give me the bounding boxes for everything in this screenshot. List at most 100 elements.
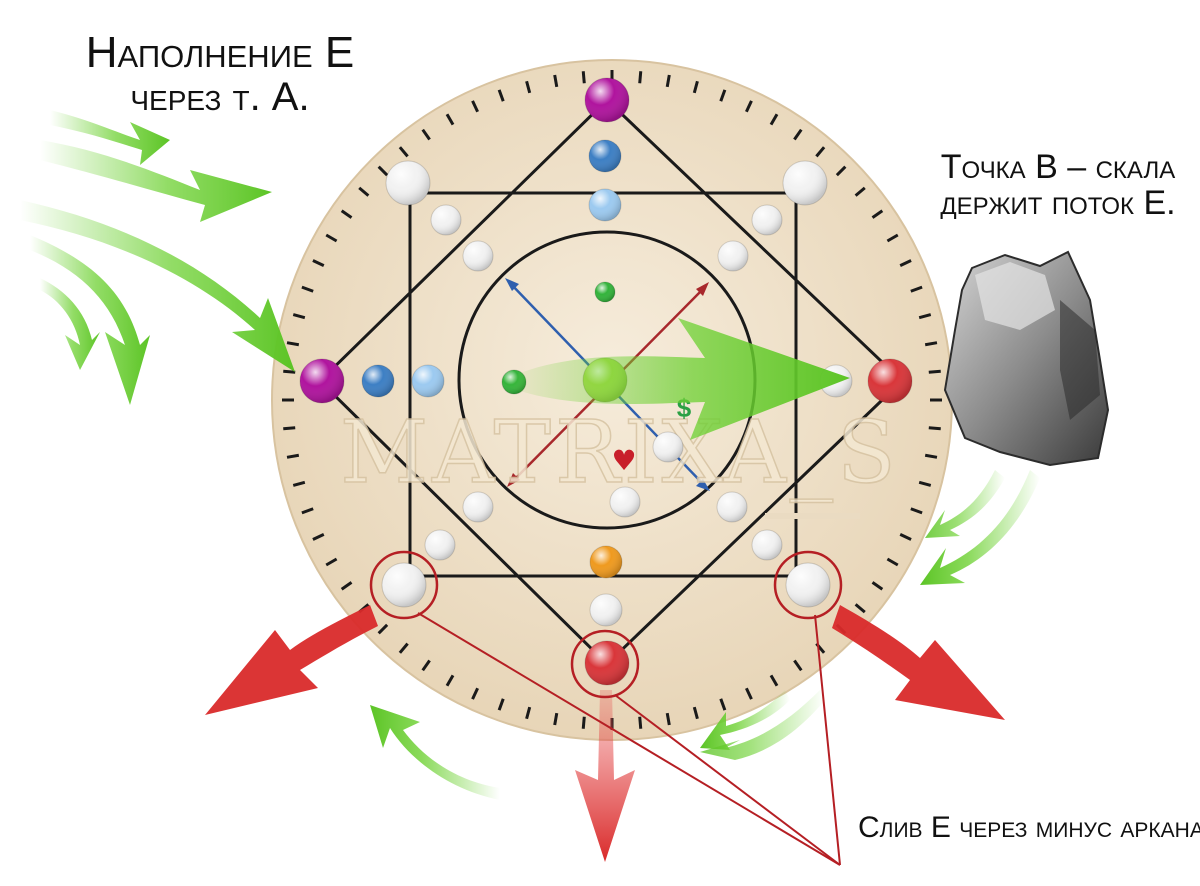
blue-axis-tail <box>696 479 710 491</box>
green-arrow-3 <box>20 200 295 372</box>
tick-mark <box>445 674 455 687</box>
drain-markers <box>369 550 843 699</box>
point-top-right-2-shade <box>752 205 782 235</box>
point-top-right-shade <box>783 161 827 205</box>
tick-mark <box>854 603 866 614</box>
point-bottom-left-2-shade <box>425 530 455 560</box>
point-bottom <box>584 640 630 686</box>
tick-mark <box>525 706 532 720</box>
outgoing-flow-arrows <box>205 605 1005 862</box>
tick-mark <box>871 209 884 219</box>
point-bottom-right-3 <box>716 491 748 523</box>
center-flow-arrow <box>498 318 850 440</box>
tick-mark <box>398 642 409 654</box>
tick-mark <box>471 687 479 700</box>
tick-mark <box>340 581 353 591</box>
green-arrow-10 <box>925 470 1005 538</box>
point-right-shade <box>868 359 912 403</box>
drain-marker-left <box>369 550 439 620</box>
green-arrow-1 <box>40 140 272 222</box>
point-bottom-left-2 <box>424 529 456 561</box>
tick-mark <box>745 100 753 113</box>
rock-shadow <box>1060 300 1100 420</box>
point-left-3 <box>411 364 445 398</box>
tick-mark <box>398 146 409 158</box>
caption-drain-line1: Слив Е через минус аркана. <box>858 811 1200 844</box>
tick-mark <box>924 341 938 347</box>
point-left-2 <box>361 364 395 398</box>
tick-mark <box>421 128 431 141</box>
tick-mark <box>665 74 671 88</box>
point-bottom-shade <box>585 641 629 685</box>
red-axis-head <box>696 282 709 296</box>
tick-mark <box>928 426 941 431</box>
tick-mark <box>358 186 370 197</box>
point-bottom-3-shade <box>590 546 622 578</box>
tick-mark <box>301 507 314 515</box>
green-arrow-6 <box>370 705 500 800</box>
tick-mark <box>638 716 643 729</box>
tick-mark <box>899 533 912 541</box>
tick-mark <box>692 706 699 720</box>
point-left-shade <box>300 359 344 403</box>
drain-marker-right <box>773 550 843 620</box>
point-top-right-2 <box>751 204 783 236</box>
tick-mark <box>471 100 479 113</box>
tick-mark <box>445 113 455 126</box>
tick-mark <box>421 659 431 672</box>
point-top <box>584 77 630 123</box>
point-top-2 <box>588 139 622 173</box>
incoming-flow-arrows <box>20 110 1040 800</box>
point-inner-bottom <box>609 486 641 518</box>
caption-rock-line2: держит поток Е. <box>940 183 1176 222</box>
tick-mark <box>769 674 779 687</box>
point-top-left-2-shade <box>431 205 461 235</box>
tick-mark <box>745 687 753 700</box>
tick-mark <box>292 480 306 487</box>
point-right <box>867 358 913 404</box>
point-inner-bottom-shade <box>610 487 640 517</box>
point-inner-bottom-right-shade <box>653 432 683 462</box>
rock-highlight <box>975 262 1055 330</box>
point-left-3-shade <box>412 365 444 397</box>
point-bottom-left <box>381 562 427 608</box>
caption-energy-fill-line1: Наполнение Е <box>85 28 355 77</box>
tick-mark <box>793 128 803 141</box>
point-bottom-2-shade <box>590 594 622 626</box>
point-bottom-left-3-shade <box>463 492 493 522</box>
point-bottom-left-shade <box>382 563 426 607</box>
point-top-3 <box>588 188 622 222</box>
tick-mark <box>377 623 389 635</box>
tick-mark <box>719 698 727 711</box>
green-arrow-9 <box>920 470 1040 585</box>
tick-mark <box>793 659 803 672</box>
point-bottom-right-2 <box>751 529 783 561</box>
tick-mark <box>719 89 727 102</box>
tick-mark <box>815 146 826 158</box>
watermark-text: MATRIXA_S <box>340 403 900 503</box>
tick-mark <box>835 165 847 177</box>
point-top-right-3 <box>717 240 749 272</box>
tick-mark <box>286 453 300 459</box>
point-bottom-right-3-shade <box>717 492 747 522</box>
tick-mark <box>854 186 866 197</box>
tick-mark <box>665 712 671 726</box>
tick-mark <box>283 426 296 431</box>
point-top-right <box>782 160 828 206</box>
pointer-line-bottom <box>614 694 841 866</box>
tick-mark <box>692 80 699 94</box>
red-arrow-left <box>205 605 378 715</box>
tick-mark <box>638 71 643 84</box>
point-top-left-shade <box>386 161 430 205</box>
tick-mark <box>301 285 314 293</box>
tick-mark <box>918 480 932 487</box>
point-left-2-shade <box>362 365 394 397</box>
tick-mark <box>525 80 532 94</box>
tick-mark <box>377 165 389 177</box>
caption-energy-fill-line2: через т. А. <box>130 75 310 120</box>
tick-mark <box>553 712 559 726</box>
drain-pointer-lines <box>417 612 841 866</box>
drain-marker-bottom <box>570 629 640 699</box>
pointer-line-right <box>814 614 841 866</box>
tick-mark <box>292 313 306 320</box>
